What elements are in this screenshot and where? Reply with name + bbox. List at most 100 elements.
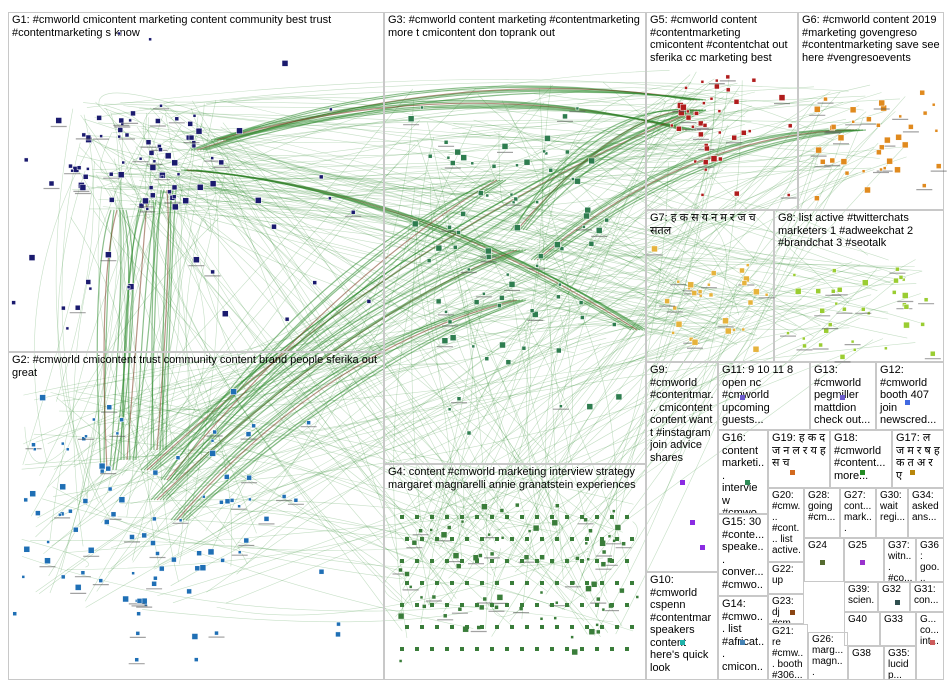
node-g4[interactable]	[630, 537, 634, 541]
node-g2[interactable]	[207, 548, 215, 556]
node-g2[interactable]	[152, 516, 157, 522]
node-g4[interactable]	[419, 595, 424, 600]
node-g3[interactable]	[473, 299, 480, 305]
node-g4[interactable]	[475, 559, 479, 563]
node-g4[interactable]	[539, 554, 545, 560]
node-g4[interactable]	[518, 606, 524, 611]
node-g5[interactable]	[702, 123, 708, 128]
node-g6[interactable]	[861, 169, 866, 173]
node-g3[interactable]	[529, 308, 535, 313]
node-g2[interactable]	[21, 575, 26, 579]
node-g4[interactable]	[595, 623, 599, 627]
node-g1[interactable]	[222, 310, 229, 317]
node-g4[interactable]	[480, 537, 484, 541]
node-g4[interactable]	[415, 559, 419, 563]
node-g3[interactable]	[470, 161, 475, 166]
node-g4[interactable]	[520, 515, 524, 519]
node-g7[interactable]	[697, 289, 703, 294]
node-g3[interactable]	[556, 347, 562, 354]
node-g4[interactable]	[539, 590, 544, 595]
node-g3[interactable]	[508, 281, 516, 288]
node-g3[interactable]	[456, 396, 462, 401]
node-g3[interactable]	[580, 315, 585, 320]
node-g3[interactable]	[501, 143, 509, 150]
node-g2[interactable]	[209, 450, 216, 457]
node-g1[interactable]	[28, 254, 36, 261]
node-g3[interactable]	[554, 241, 561, 248]
node-g8[interactable]	[832, 268, 837, 273]
node-g3[interactable]	[521, 345, 527, 351]
node-g2[interactable]	[119, 417, 124, 422]
node-g8[interactable]	[850, 339, 855, 344]
node-g4[interactable]	[584, 541, 589, 546]
node-g2[interactable]	[73, 526, 79, 533]
node-g4[interactable]	[465, 581, 469, 585]
node-g7[interactable]	[739, 267, 745, 274]
node-g4[interactable]	[570, 635, 574, 639]
node-g3[interactable]	[485, 254, 492, 260]
node-g4[interactable]	[588, 528, 593, 534]
node-g5[interactable]	[786, 193, 791, 197]
node-g7[interactable]	[710, 270, 717, 276]
node-g3[interactable]	[427, 153, 433, 159]
node-g4[interactable]	[532, 524, 540, 532]
group-panel-g39[interactable]: G35: lucidp... G38	[848, 646, 884, 680]
group-panel-g18[interactable]: G18: #cmworld #content... more...	[830, 430, 892, 488]
node-g3[interactable]	[544, 135, 551, 142]
node-g5[interactable]	[741, 130, 747, 136]
node-g4[interactable]	[480, 581, 484, 585]
group-panel-g5[interactable]: G5: #cmworld content #contentmarketing c…	[646, 12, 798, 210]
node-g4[interactable]	[496, 594, 504, 601]
node-g4[interactable]	[505, 559, 509, 563]
node-small-group[interactable]	[895, 600, 900, 605]
node-g4[interactable]	[550, 603, 554, 607]
node-g4[interactable]	[435, 581, 439, 585]
node-g4[interactable]	[430, 559, 434, 563]
node-g7[interactable]	[741, 327, 746, 332]
node-g4[interactable]	[610, 603, 614, 607]
node-g4[interactable]	[599, 540, 606, 547]
node-g2[interactable]	[194, 657, 199, 662]
node-g4[interactable]	[445, 603, 449, 607]
node-g7[interactable]	[753, 288, 760, 296]
node-g1[interactable]	[210, 156, 214, 160]
node-g8[interactable]	[895, 266, 900, 272]
node-g4[interactable]	[610, 647, 614, 651]
node-g1[interactable]	[117, 134, 121, 139]
node-g2[interactable]	[178, 518, 183, 523]
group-panel-g9[interactable]: G9: #cmworld #contentmar... cmicontent c…	[646, 362, 718, 572]
node-g4[interactable]	[610, 559, 614, 563]
node-g5[interactable]	[684, 86, 688, 90]
node-g4[interactable]	[619, 587, 625, 594]
node-g3[interactable]	[426, 258, 432, 263]
node-g4[interactable]	[621, 541, 626, 546]
node-g6[interactable]	[919, 89, 925, 96]
node-g8[interactable]	[842, 306, 847, 312]
node-g2[interactable]	[23, 546, 31, 553]
node-g1[interactable]	[159, 104, 163, 108]
node-g4[interactable]	[580, 559, 584, 563]
node-g4[interactable]	[490, 559, 494, 563]
node-g2[interactable]	[141, 532, 147, 539]
node-small-group[interactable]	[740, 395, 745, 400]
node-g6[interactable]	[934, 129, 939, 133]
node-g6[interactable]	[849, 106, 857, 114]
node-g4[interactable]	[595, 603, 599, 607]
node-g1[interactable]	[176, 172, 181, 177]
node-g3[interactable]	[407, 115, 415, 122]
node-g5[interactable]	[694, 111, 699, 116]
node-g8[interactable]	[802, 343, 807, 349]
node-g6[interactable]	[908, 124, 914, 130]
node-g2[interactable]	[306, 420, 311, 425]
node-g2[interactable]	[210, 438, 215, 443]
node-g3[interactable]	[514, 224, 521, 231]
node-g2[interactable]	[60, 574, 66, 580]
node-g2[interactable]	[251, 423, 256, 429]
node-g2[interactable]	[155, 551, 160, 556]
node-g1[interactable]	[271, 223, 277, 230]
node-g4[interactable]	[460, 515, 464, 519]
node-g2[interactable]	[104, 519, 110, 525]
node-g4[interactable]	[487, 532, 491, 537]
node-g4[interactable]	[553, 616, 557, 620]
node-g8[interactable]	[893, 277, 899, 284]
